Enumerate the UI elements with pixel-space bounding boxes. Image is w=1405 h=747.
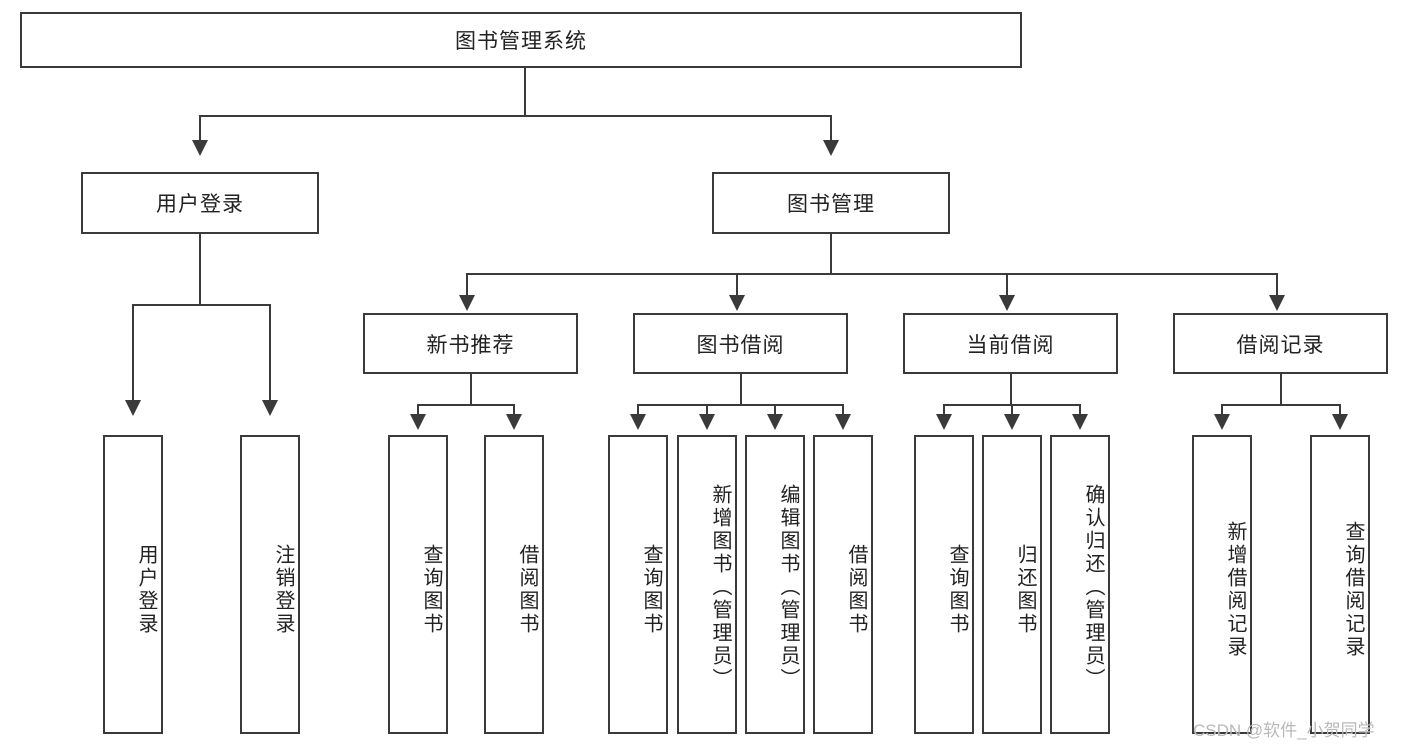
- arrowhead-to-leaf-borrow-book-2: [835, 414, 851, 430]
- node-label: 新书推荐: [426, 333, 515, 357]
- connector-root-drop-left: [199, 115, 201, 142]
- connector-user-login-drop-2: [269, 304, 271, 402]
- connector-root-drop-right: [830, 115, 832, 142]
- arrowhead-to-leaf-user-login: [125, 400, 141, 416]
- node-root-book-management-system[interactable]: 图书管理系统: [20, 12, 1022, 68]
- connector-root-stem: [524, 68, 526, 115]
- arrowhead-to-leaf-query-record: [1332, 414, 1348, 430]
- leaf-edit-book-admin[interactable]: 编辑图书（管理员）: [745, 435, 805, 734]
- connector-borrow-record-stem: [1280, 374, 1282, 404]
- node-new-book-recommend[interactable]: 新书推荐: [363, 313, 578, 374]
- node-book-management[interactable]: 图书管理: [712, 172, 950, 234]
- csdn-watermark: CSDN @软件_小贺同学: [1193, 721, 1375, 740]
- connector-user-login-fanbar: [132, 304, 271, 306]
- leaf-borrow-book[interactable]: 借阅图书: [813, 435, 873, 734]
- connector-user-login-stem: [199, 234, 201, 304]
- connector-bb-drop-2: [706, 404, 708, 418]
- node-label: 用户登录: [135, 543, 157, 636]
- connector-cb-drop-1: [943, 404, 945, 418]
- arrowhead-to-current-borrow: [999, 295, 1015, 311]
- arrowhead-to-leaf-add-book: [699, 414, 715, 430]
- node-label: 当前借阅: [966, 333, 1055, 357]
- leaf-confirm-return-admin[interactable]: 确认归还（管理员）: [1050, 435, 1110, 734]
- leaf-logout[interactable]: 注销登录: [240, 435, 300, 734]
- node-label: 确认归还（管理员）: [1082, 484, 1104, 691]
- connector-book-borrow-fanbar: [637, 404, 843, 406]
- connector-cb-drop-3: [1079, 404, 1081, 418]
- leaf-query-book-newbook[interactable]: 查询图书: [388, 435, 448, 734]
- arrowhead-to-book-borrow: [729, 295, 745, 311]
- arrowhead-to-leaf-borrow-book-1: [506, 414, 522, 430]
- connector-new-book-stem: [470, 374, 472, 404]
- node-label: 查询借阅记录: [1342, 520, 1364, 659]
- node-label: 图书管理系统: [455, 30, 587, 53]
- node-book-borrow[interactable]: 图书借阅: [633, 313, 848, 374]
- connector-book-management-stem: [830, 234, 832, 273]
- node-label: 注销登录: [272, 543, 294, 636]
- connector-book-borrow-stem: [740, 374, 742, 404]
- node-label: 新增借阅记录: [1224, 520, 1246, 659]
- arrowhead-to-leaf-return-book: [1004, 414, 1020, 430]
- node-label: 借阅记录: [1236, 333, 1325, 357]
- node-label: 借阅图书: [845, 543, 867, 636]
- connector-bm-drop-4: [1276, 273, 1278, 297]
- connector-bm-drop-3: [1006, 273, 1008, 297]
- node-label: 用户登录: [156, 193, 244, 216]
- connector-bm-drop-1: [466, 273, 468, 297]
- arrowhead-to-leaf-add-record: [1214, 414, 1230, 430]
- arrowhead-to-new-book-recommend: [459, 295, 475, 311]
- node-label: 查询图书: [946, 543, 968, 636]
- arrowhead-to-leaf-query-book-3: [936, 414, 952, 430]
- connector-current-borrow-stem: [1010, 374, 1012, 404]
- connector-root-fanbar: [199, 115, 832, 117]
- arrowhead-to-borrow-record: [1269, 295, 1285, 311]
- leaf-add-borrow-record[interactable]: 新增借阅记录: [1192, 435, 1252, 734]
- node-label: 图书管理: [787, 193, 875, 216]
- leaf-user-login[interactable]: 用户登录: [103, 435, 163, 734]
- node-label: 查询图书: [420, 543, 442, 636]
- connector-br-drop-2: [1339, 404, 1341, 418]
- arrowhead-to-book-management: [823, 140, 839, 156]
- connector-bb-drop-3: [774, 404, 776, 418]
- connector-new-book-fanbar: [417, 404, 514, 406]
- connector-cb-drop-2: [1011, 404, 1013, 418]
- connector-bb-drop-1: [637, 404, 639, 418]
- connector-br-drop-1: [1221, 404, 1223, 418]
- node-label: 图书借阅: [696, 333, 785, 357]
- connector-new-book-drop-2: [513, 404, 515, 418]
- leaf-query-book-current[interactable]: 查询图书: [914, 435, 974, 734]
- connector-bb-drop-4: [842, 404, 844, 418]
- node-borrow-record[interactable]: 借阅记录: [1173, 313, 1388, 374]
- connector-user-login-drop-1: [132, 304, 134, 402]
- node-label: 归还图书: [1014, 543, 1036, 636]
- connector-borrow-record-fanbar: [1221, 404, 1340, 406]
- node-label: 新增图书（管理员）: [709, 484, 731, 691]
- arrowhead-to-leaf-query-book-1: [410, 414, 426, 430]
- leaf-borrow-book-newbook[interactable]: 借阅图书: [484, 435, 544, 734]
- leaf-return-book[interactable]: 归还图书: [982, 435, 1042, 734]
- connector-new-book-drop-1: [417, 404, 419, 418]
- arrowhead-to-leaf-confirm-return: [1072, 414, 1088, 430]
- leaf-add-book-admin[interactable]: 新增图书（管理员）: [677, 435, 737, 734]
- connector-book-management-fanbar: [466, 273, 1278, 275]
- connector-bm-drop-2: [736, 273, 738, 297]
- leaf-query-borrow-record[interactable]: 查询借阅记录: [1310, 435, 1370, 734]
- leaf-query-book-borrow[interactable]: 查询图书: [608, 435, 668, 734]
- arrowhead-to-leaf-edit-book: [767, 414, 783, 430]
- node-user-login[interactable]: 用户登录: [81, 172, 319, 234]
- arrowhead-to-leaf-logout: [262, 400, 278, 416]
- node-label: 借阅图书: [516, 543, 538, 636]
- arrowhead-to-user-login: [192, 140, 208, 156]
- arrowhead-to-leaf-query-book-2: [630, 414, 646, 430]
- node-label: 查询图书: [640, 543, 662, 636]
- node-label: 编辑图书（管理员）: [777, 484, 799, 691]
- node-current-borrow[interactable]: 当前借阅: [903, 313, 1118, 374]
